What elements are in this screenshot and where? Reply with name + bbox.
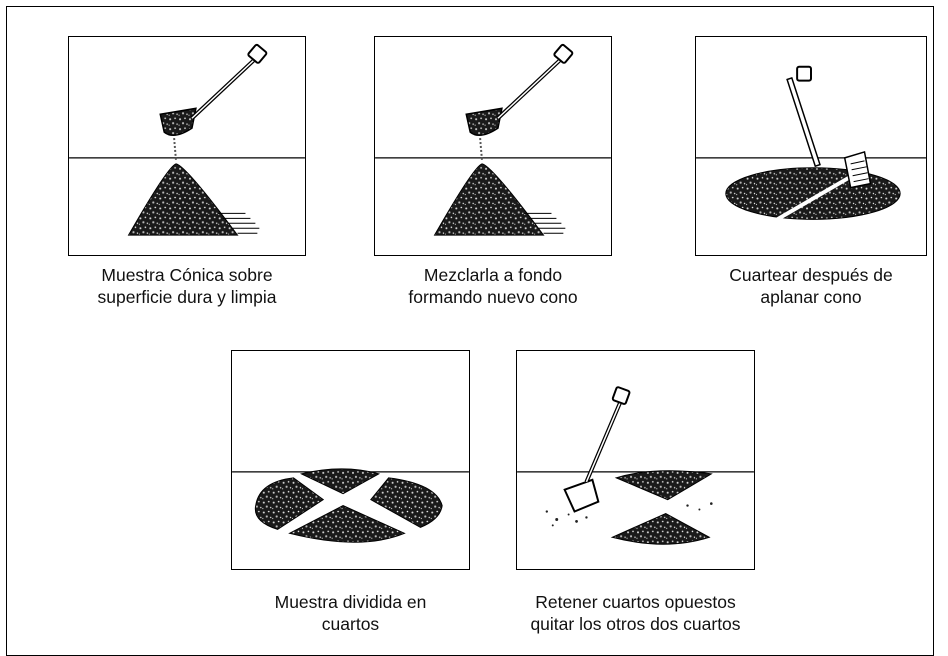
conical-sample-illustration xyxy=(69,43,305,236)
panel-flatten-quarter xyxy=(695,36,927,256)
caption-step-3-line-2: aplanar cono xyxy=(760,287,862,307)
caption-step-5: Retener cuartos opuestos quitar los otro… xyxy=(496,591,775,635)
caption-step-4-line-1: Muestra dividida en xyxy=(274,592,427,612)
divided-quarters-illustration xyxy=(232,468,469,543)
caption-step-4-line-2: cuartos xyxy=(321,614,380,634)
caption-step-3: Cuartear después de aplanar cono xyxy=(695,264,927,308)
panel-divided-quarters xyxy=(231,350,470,570)
retain-quarters-illustration xyxy=(517,386,754,545)
remix-cone-illustration xyxy=(375,43,611,236)
caption-step-3-line-1: Cuartear después de xyxy=(729,265,893,285)
caption-step-2-line-1: Mezclarla a fondo xyxy=(423,265,563,285)
caption-step-4: Muestra dividida en cuartos xyxy=(231,591,470,635)
flatten-quarter-illustration xyxy=(696,65,926,222)
caption-step-5-line-1: Retener cuartos opuestos xyxy=(535,592,736,612)
panel-retain-quarters xyxy=(516,350,755,570)
caption-step-5-line-2: quitar los otros dos cuartos xyxy=(530,614,741,634)
caption-step-2-line-2: formando nuevo cono xyxy=(408,287,578,307)
caption-step-1-line-2: superficie dura y limpia xyxy=(97,287,277,307)
caption-step-1: Muestra Cónica sobre superficie dura y l… xyxy=(68,264,306,308)
caption-step-1-line-1: Muestra Cónica sobre xyxy=(101,265,273,285)
caption-step-2: Mezclarla a fondo formando nuevo cono xyxy=(374,264,612,308)
figure-frame: Muestra Cónica sobre superficie dura y l… xyxy=(6,6,934,656)
panel-remix-cone xyxy=(374,36,612,256)
panel-conical-sample xyxy=(68,36,306,256)
